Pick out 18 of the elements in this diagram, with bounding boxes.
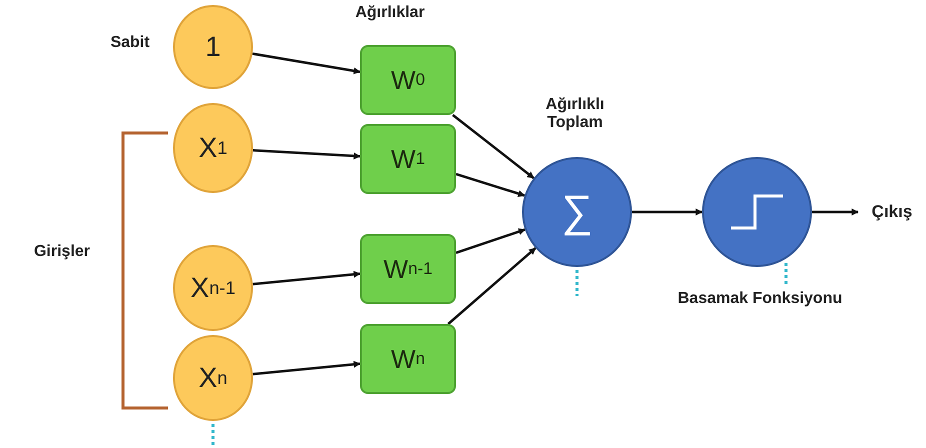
output-label: Çıkış — [862, 200, 922, 224]
input-circle: 1 — [173, 5, 253, 89]
arrow — [812, 208, 859, 216]
summation-circle: ∑ — [522, 157, 632, 267]
arrow — [252, 52, 361, 74]
arrow — [456, 228, 526, 254]
node-label: Ağırlıklı Toplam — [544, 96, 606, 132]
node-label: Basamak Fonksiyonu — [676, 290, 844, 308]
caption: Ağırlıklar — [354, 4, 426, 22]
arrow — [252, 149, 361, 160]
arrow — [632, 208, 703, 216]
node-label: Sabit — [109, 34, 151, 52]
caption: Girişler — [32, 243, 92, 261]
arrow — [252, 360, 361, 376]
arrow — [447, 247, 536, 325]
arrow — [456, 172, 526, 197]
arrow — [452, 114, 534, 180]
arrow — [252, 270, 361, 286]
